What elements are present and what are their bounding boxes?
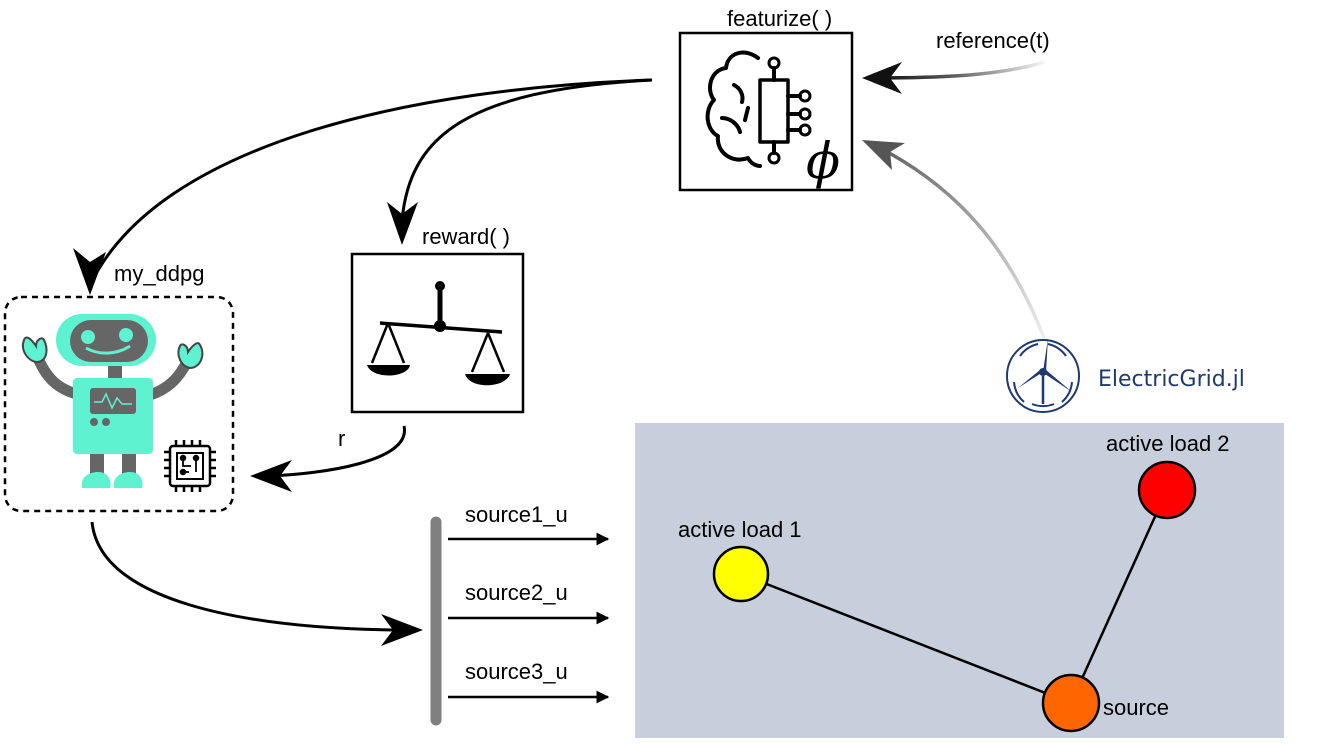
agent-label: my_ddpg (114, 261, 205, 286)
source3-label: source3_u (465, 659, 568, 684)
robot-icon (22, 314, 204, 488)
brand-name: ElectricGrid.jl (1098, 367, 1245, 392)
brain-circuit-icon (705, 50, 812, 168)
grid-to-featurize-arrow (879, 146, 1047, 341)
reward-to-agent-arrow (269, 425, 406, 478)
line-load2-source (1069, 489, 1169, 704)
reward-block: reward( ) (350, 224, 525, 414)
reward-label: reward( ) (422, 224, 510, 249)
line-load1-source (740, 572, 1072, 705)
featurize-label: featurize( ) (727, 6, 832, 31)
agent-to-actions-arrow (90, 521, 396, 632)
node-active-load-1 (712, 545, 770, 603)
wind-turbine-logo-icon (1006, 338, 1080, 413)
source1-label: source1_u (465, 502, 568, 527)
node-label-source: source (1103, 695, 1169, 720)
featurize-block: featurize( ) ϕ (678, 6, 854, 192)
agent-container (3, 295, 235, 513)
node-label-active-load-1: active load 1 (678, 517, 802, 542)
grid-network: active load 1 active load 2 source (678, 431, 1230, 733)
node-label-active-load-2: active load 2 (1106, 431, 1230, 456)
featurize-to-reward-arrow (400, 78, 653, 221)
reward-signal-label: r (338, 426, 345, 451)
balance-scale-icon (367, 281, 510, 386)
featurize-to-agent-arrow (88, 78, 653, 286)
node-source (1041, 673, 1101, 733)
phi-symbol: ϕ (806, 132, 840, 190)
node-active-load-2 (1137, 460, 1197, 520)
source2-label: source2_u (465, 580, 568, 605)
reference-label: reference(t) (936, 28, 1050, 53)
reference-arrow (869, 60, 1046, 80)
chip-icon (164, 440, 216, 492)
electricgrid-logo: ElectricGrid.jl (1006, 338, 1245, 413)
